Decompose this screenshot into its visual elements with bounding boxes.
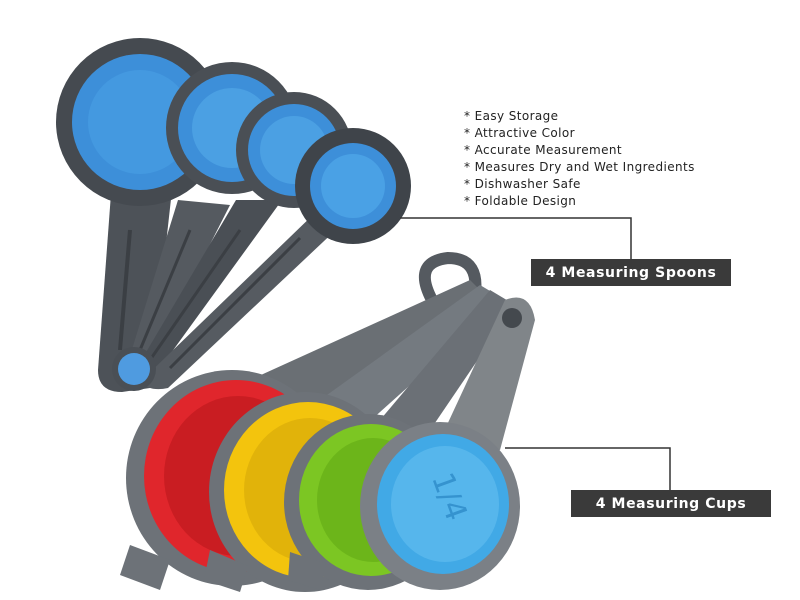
cups-callout-line bbox=[505, 447, 671, 490]
spoon-handle-3 bbox=[132, 200, 282, 382]
cups-label: 4 Measuring Cups bbox=[595, 495, 747, 512]
cup-handle-3 bbox=[380, 290, 515, 445]
cup-handle-1 bbox=[250, 280, 490, 420]
spoons-label: 4 Measuring Spoons bbox=[545, 264, 717, 281]
cup-hang-loop bbox=[418, 251, 482, 303]
cup-handle-4 bbox=[440, 297, 535, 450]
spoons-callout-line bbox=[400, 217, 632, 260]
feature-item: * Dishwasher Safe bbox=[464, 177, 581, 191]
measuring-spoons bbox=[56, 38, 411, 392]
spoons-label-bg bbox=[531, 259, 731, 286]
measuring-cups: 1/4 bbox=[120, 251, 535, 592]
feature-list: * Easy Storage * Attractive Color * Accu… bbox=[464, 108, 695, 210]
spoon-handle-2 bbox=[125, 200, 230, 378]
cup-handle-2 bbox=[320, 285, 505, 430]
feature-item: * Measures Dry and Wet Ingredients bbox=[464, 160, 695, 174]
cups-label-bg bbox=[571, 490, 771, 517]
feature-item: * Accurate Measurement bbox=[464, 143, 622, 157]
feature-item: * Foldable Design bbox=[464, 194, 577, 208]
feature-item: * Attractive Color bbox=[464, 126, 575, 140]
cup-rivet bbox=[502, 308, 522, 328]
feature-item: * Easy Storage bbox=[464, 109, 559, 123]
